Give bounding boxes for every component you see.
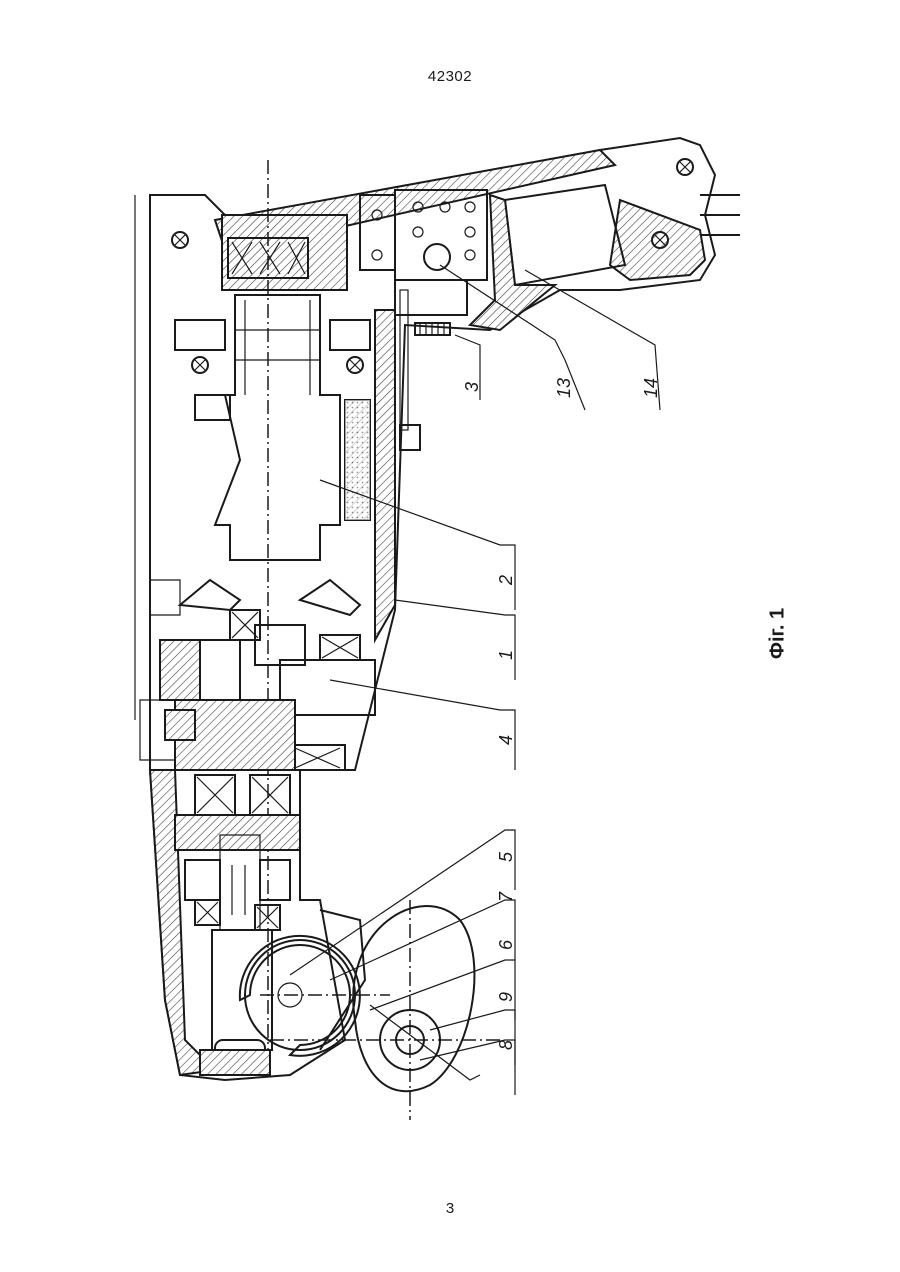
ref-label-14: 14 [641, 378, 661, 398]
side-casing [375, 310, 395, 640]
ref-label-4: 4 [496, 735, 516, 745]
ref-label-13: 13 [554, 378, 574, 398]
ref-label-6: 6 [496, 939, 516, 950]
spindle-section [175, 815, 300, 1075]
control-module [470, 185, 625, 330]
ref-label-2: 2 [496, 575, 516, 586]
ref-label-5: 5 [496, 851, 516, 862]
figure-caption: Фiг. 1 [758, 600, 798, 670]
ref-label-8: 8 [496, 1040, 516, 1050]
ref-label-9: 9 [496, 992, 516, 1002]
ref-label-3: 3 [462, 382, 482, 392]
figure-caption-text: Фiг. 1 [767, 594, 790, 674]
rear-bearing [222, 215, 347, 290]
cam-mechanism [240, 900, 500, 1120]
motor-assembly [175, 295, 370, 615]
ref-label-7: 7 [496, 891, 516, 902]
page-footer-number: 3 [0, 1200, 900, 1217]
ref-label-1: 1 [496, 650, 516, 660]
power-cord [700, 195, 740, 235]
reference-labels: 3 13 14 2 1 4 5 7 6 9 8 [462, 378, 661, 1050]
